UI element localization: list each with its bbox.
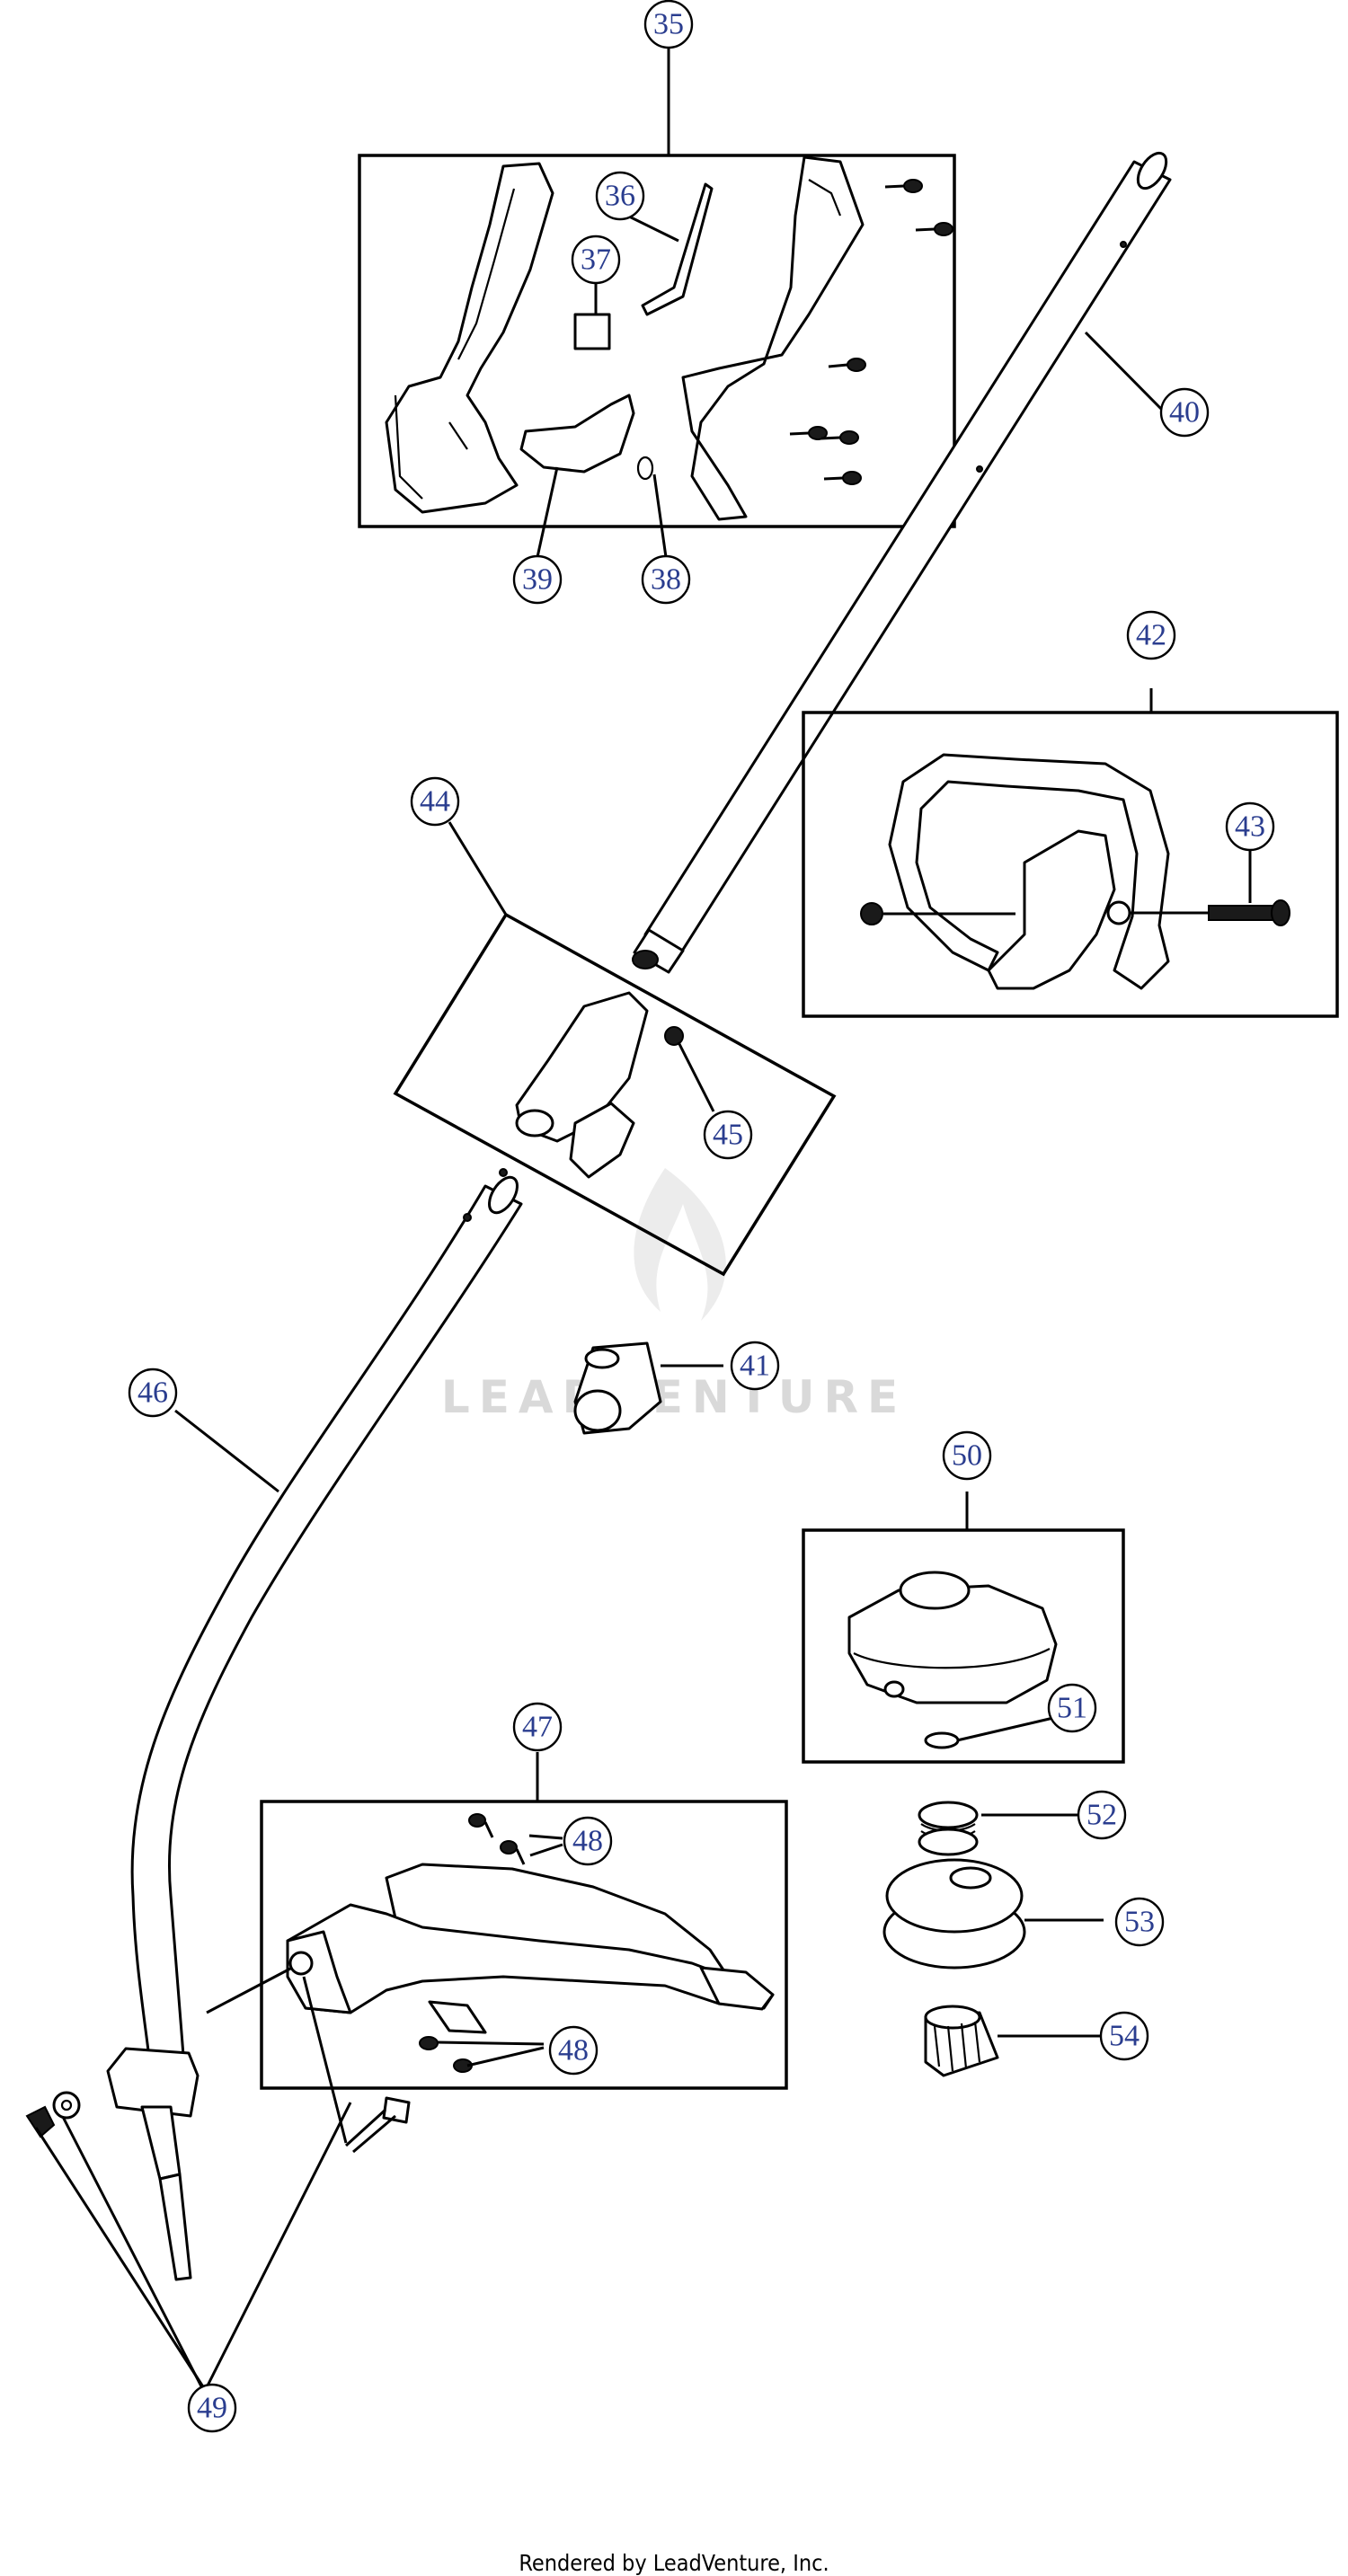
svg-text:42: 42 <box>1136 619 1166 652</box>
svg-text:47: 47 <box>522 1711 553 1744</box>
callout-51: 51 <box>1047 1683 1097 1733</box>
handle-clamp <box>987 829 1116 990</box>
handle-bolt <box>1208 905 1277 921</box>
callout-43: 43 <box>1225 801 1275 852</box>
threaded-rod <box>158 2173 192 2281</box>
svg-text:43: 43 <box>1235 810 1265 844</box>
footer-credit: Rendered by LeadVenture, Inc. <box>519 2550 829 2576</box>
trimmer-head-group <box>802 1528 1125 1764</box>
svg-text:44: 44 <box>420 785 450 819</box>
handle-housing-group <box>358 154 956 528</box>
shaft-clamp <box>106 2047 200 2118</box>
svg-text:52: 52 <box>1086 1799 1117 1832</box>
assist-handle-loop <box>888 753 1170 990</box>
svg-text:51: 51 <box>1057 1692 1087 1725</box>
callout-48-bottom: 48 <box>548 2025 599 2076</box>
watermark-text: LEADVENTURE <box>441 1371 907 1423</box>
coupler-group <box>393 912 837 1277</box>
trimmer-head-box <box>802 1528 1125 1764</box>
svg-text:37: 37 <box>581 243 611 277</box>
lower-shaft <box>25 1168 523 2281</box>
callout-40: 40 <box>1159 387 1210 438</box>
spool <box>882 1858 1026 1970</box>
svg-text:54: 54 <box>1109 2020 1140 2053</box>
callout-37: 37 <box>571 235 621 285</box>
svg-text:36: 36 <box>605 180 635 213</box>
spool-spring <box>918 1801 979 1856</box>
watermark: LEADVENTURE <box>441 1168 907 1423</box>
trigger <box>519 394 635 474</box>
callout-44: 44 <box>410 776 460 827</box>
leader-lines <box>34 48 1252 2389</box>
callout-38: 38 <box>641 554 691 605</box>
spool-housing-hub <box>899 1571 971 1610</box>
svg-text:41: 41 <box>740 1350 770 1383</box>
svg-text:48: 48 <box>558 2034 589 2067</box>
assist-handle-group <box>802 711 1339 1018</box>
callout-47: 47 <box>512 1702 563 1752</box>
svg-text:35: 35 <box>653 8 684 41</box>
callout-54: 54 <box>1099 2011 1149 2061</box>
callout-42: 42 <box>1126 610 1176 660</box>
svg-text:50: 50 <box>952 1439 982 1473</box>
callout-41: 41 <box>730 1341 780 1391</box>
trigger-spring <box>636 456 654 481</box>
guard-box <box>260 1800 788 2090</box>
svg-text:39: 39 <box>522 563 553 597</box>
svg-text:46: 46 <box>137 1377 168 1410</box>
shaft-connector <box>573 1341 662 1435</box>
switch <box>573 313 611 350</box>
wire-harness <box>641 182 714 316</box>
callout-53: 53 <box>1114 1897 1165 1947</box>
small-washer <box>924 1731 960 1749</box>
upper-shaft <box>632 151 1172 974</box>
assist-handle-box <box>802 711 1339 1018</box>
callout-50: 50 <box>942 1430 992 1481</box>
callout-49: 49 <box>187 2383 237 2433</box>
callout-35: 35 <box>643 0 694 49</box>
callout-36: 36 <box>595 171 645 221</box>
washer <box>52 2091 81 2120</box>
svg-text:49: 49 <box>197 2392 227 2425</box>
coupler-knob <box>569 1102 635 1179</box>
guard-group <box>260 1800 788 2154</box>
callout-45: 45 <box>703 1110 753 1160</box>
coupler-nut <box>664 1026 684 1046</box>
right-housing-half <box>681 155 865 521</box>
svg-text:40: 40 <box>1169 396 1200 429</box>
line-cutter-blade <box>699 1966 775 2011</box>
svg-text:45: 45 <box>713 1119 743 1152</box>
svg-text:38: 38 <box>651 563 681 597</box>
housing-screws <box>789 179 953 485</box>
callout-52: 52 <box>1077 1790 1127 1840</box>
svg-text:53: 53 <box>1124 1906 1155 1939</box>
callout-39: 39 <box>512 554 563 605</box>
callout-46: 46 <box>128 1368 178 1418</box>
handle-housing-box <box>358 154 956 528</box>
coupler-box <box>393 912 837 1277</box>
bump-knob <box>924 2005 999 2077</box>
svg-text:48: 48 <box>572 1825 603 1858</box>
callout-48-top: 48 <box>563 1816 613 1866</box>
